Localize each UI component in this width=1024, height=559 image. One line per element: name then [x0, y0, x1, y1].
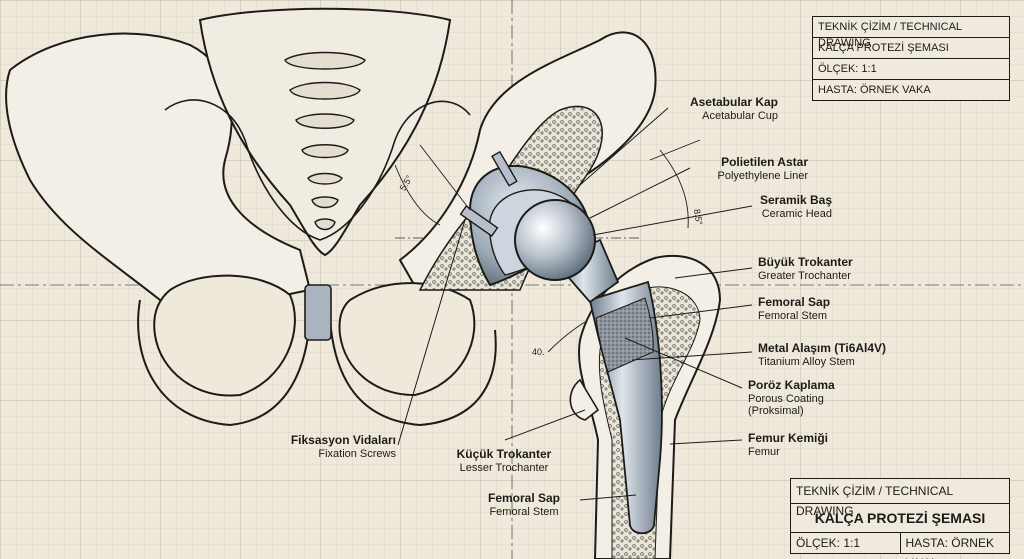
hip-implant [459, 150, 663, 535]
leader-lines [397, 107, 753, 501]
pelvis [5, 7, 657, 427]
title-block-row: TEKNİK ÇİZİM / TECHNICAL DRAWING [813, 17, 1009, 49]
dimension-marks [394, 139, 701, 353]
title-block-row: HASTA: ÖRNEK VAKA [818, 84, 931, 96]
title-block-scale: ÖLÇEK: 1:1 [796, 536, 861, 550]
sacral-vertebrae [284, 51, 366, 231]
title-block-row: ÖLÇEK: 1:1 [813, 59, 1009, 80]
pubic-symphysis [304, 284, 332, 341]
title-block-title: KALÇA PROTEZİ ŞEMASI [791, 504, 1009, 533]
title-block-row: KALÇA PROTEZİ ŞEMASI [813, 38, 1009, 59]
title-block-meta: ÖLÇEK: 1:1 HASTA: ÖRNEK VAKA [791, 533, 1010, 559]
title-block-top: TEKNİK ÇİZİM / TECHNICAL DRAWING KALÇA P… [812, 16, 1010, 101]
angle-dimension-bottom: 40. [532, 347, 545, 357]
title-block-bottom: TEKNİK ÇİZİM / TECHNICAL DRAWING KALÇA P… [790, 478, 1010, 559]
label-metal-alloy: Metal Alaşım (Ti6Al4V)Titanium Alloy Ste… [758, 341, 887, 368]
title-block-patient: HASTA: ÖRNEK VAKA [899, 533, 1010, 559]
title-block-header: TEKNİK ÇİZİM / TECHNICAL DRAWING [791, 479, 1009, 518]
